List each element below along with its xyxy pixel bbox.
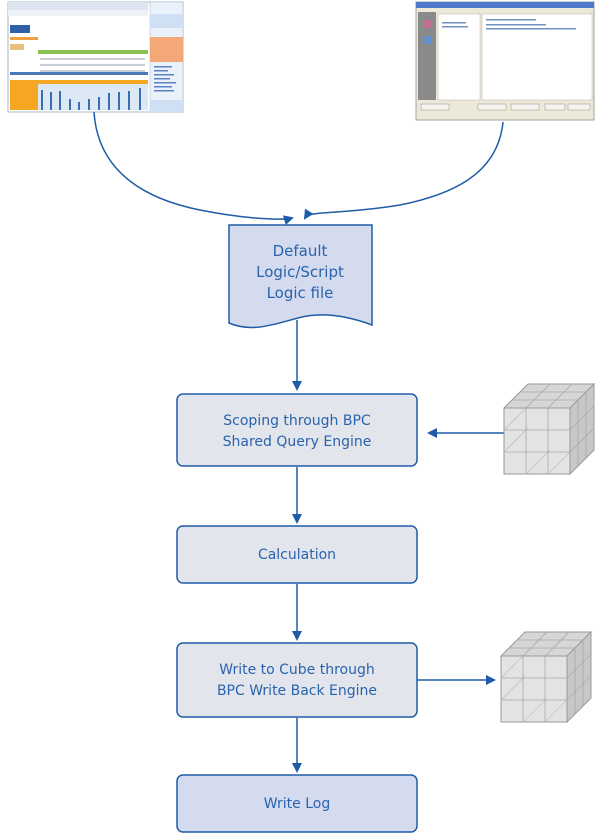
connector-excel-to-logic: [93, 111, 294, 225]
logic-file-line-1: Default: [273, 242, 328, 260]
data-manager-screenshot: [415, 1, 595, 121]
logic-file-line-3: Logic file: [267, 284, 334, 302]
step-write-log: Write Log: [176, 774, 418, 833]
source-cube-icon: [502, 382, 596, 476]
step-scoping-line-1: Scoping through BPC: [223, 413, 371, 429]
step-calculation-label: Calculation: [258, 547, 336, 563]
step-write-line-1: Write to Cube through: [219, 662, 375, 678]
logic-file-line-2: Logic/Script: [256, 263, 344, 281]
step-write-log-label: Write Log: [264, 796, 330, 812]
excel-input-screenshot: [7, 1, 184, 113]
step-write-line-2: BPC Write Back Engine: [217, 683, 377, 699]
target-cube-icon: [499, 630, 593, 724]
step-scoping: Scoping through BPC Shared Query Engine: [176, 393, 418, 467]
step-scoping-line-2: Shared Query Engine: [223, 434, 372, 450]
connector-dm-to-logic: [303, 121, 504, 220]
step-calculation: Calculation: [176, 525, 418, 584]
step-write-to-cube: Write to Cube through BPC Write Back Eng…: [176, 642, 418, 718]
logic-file-document: Default Logic/Script Logic file: [228, 224, 373, 329]
